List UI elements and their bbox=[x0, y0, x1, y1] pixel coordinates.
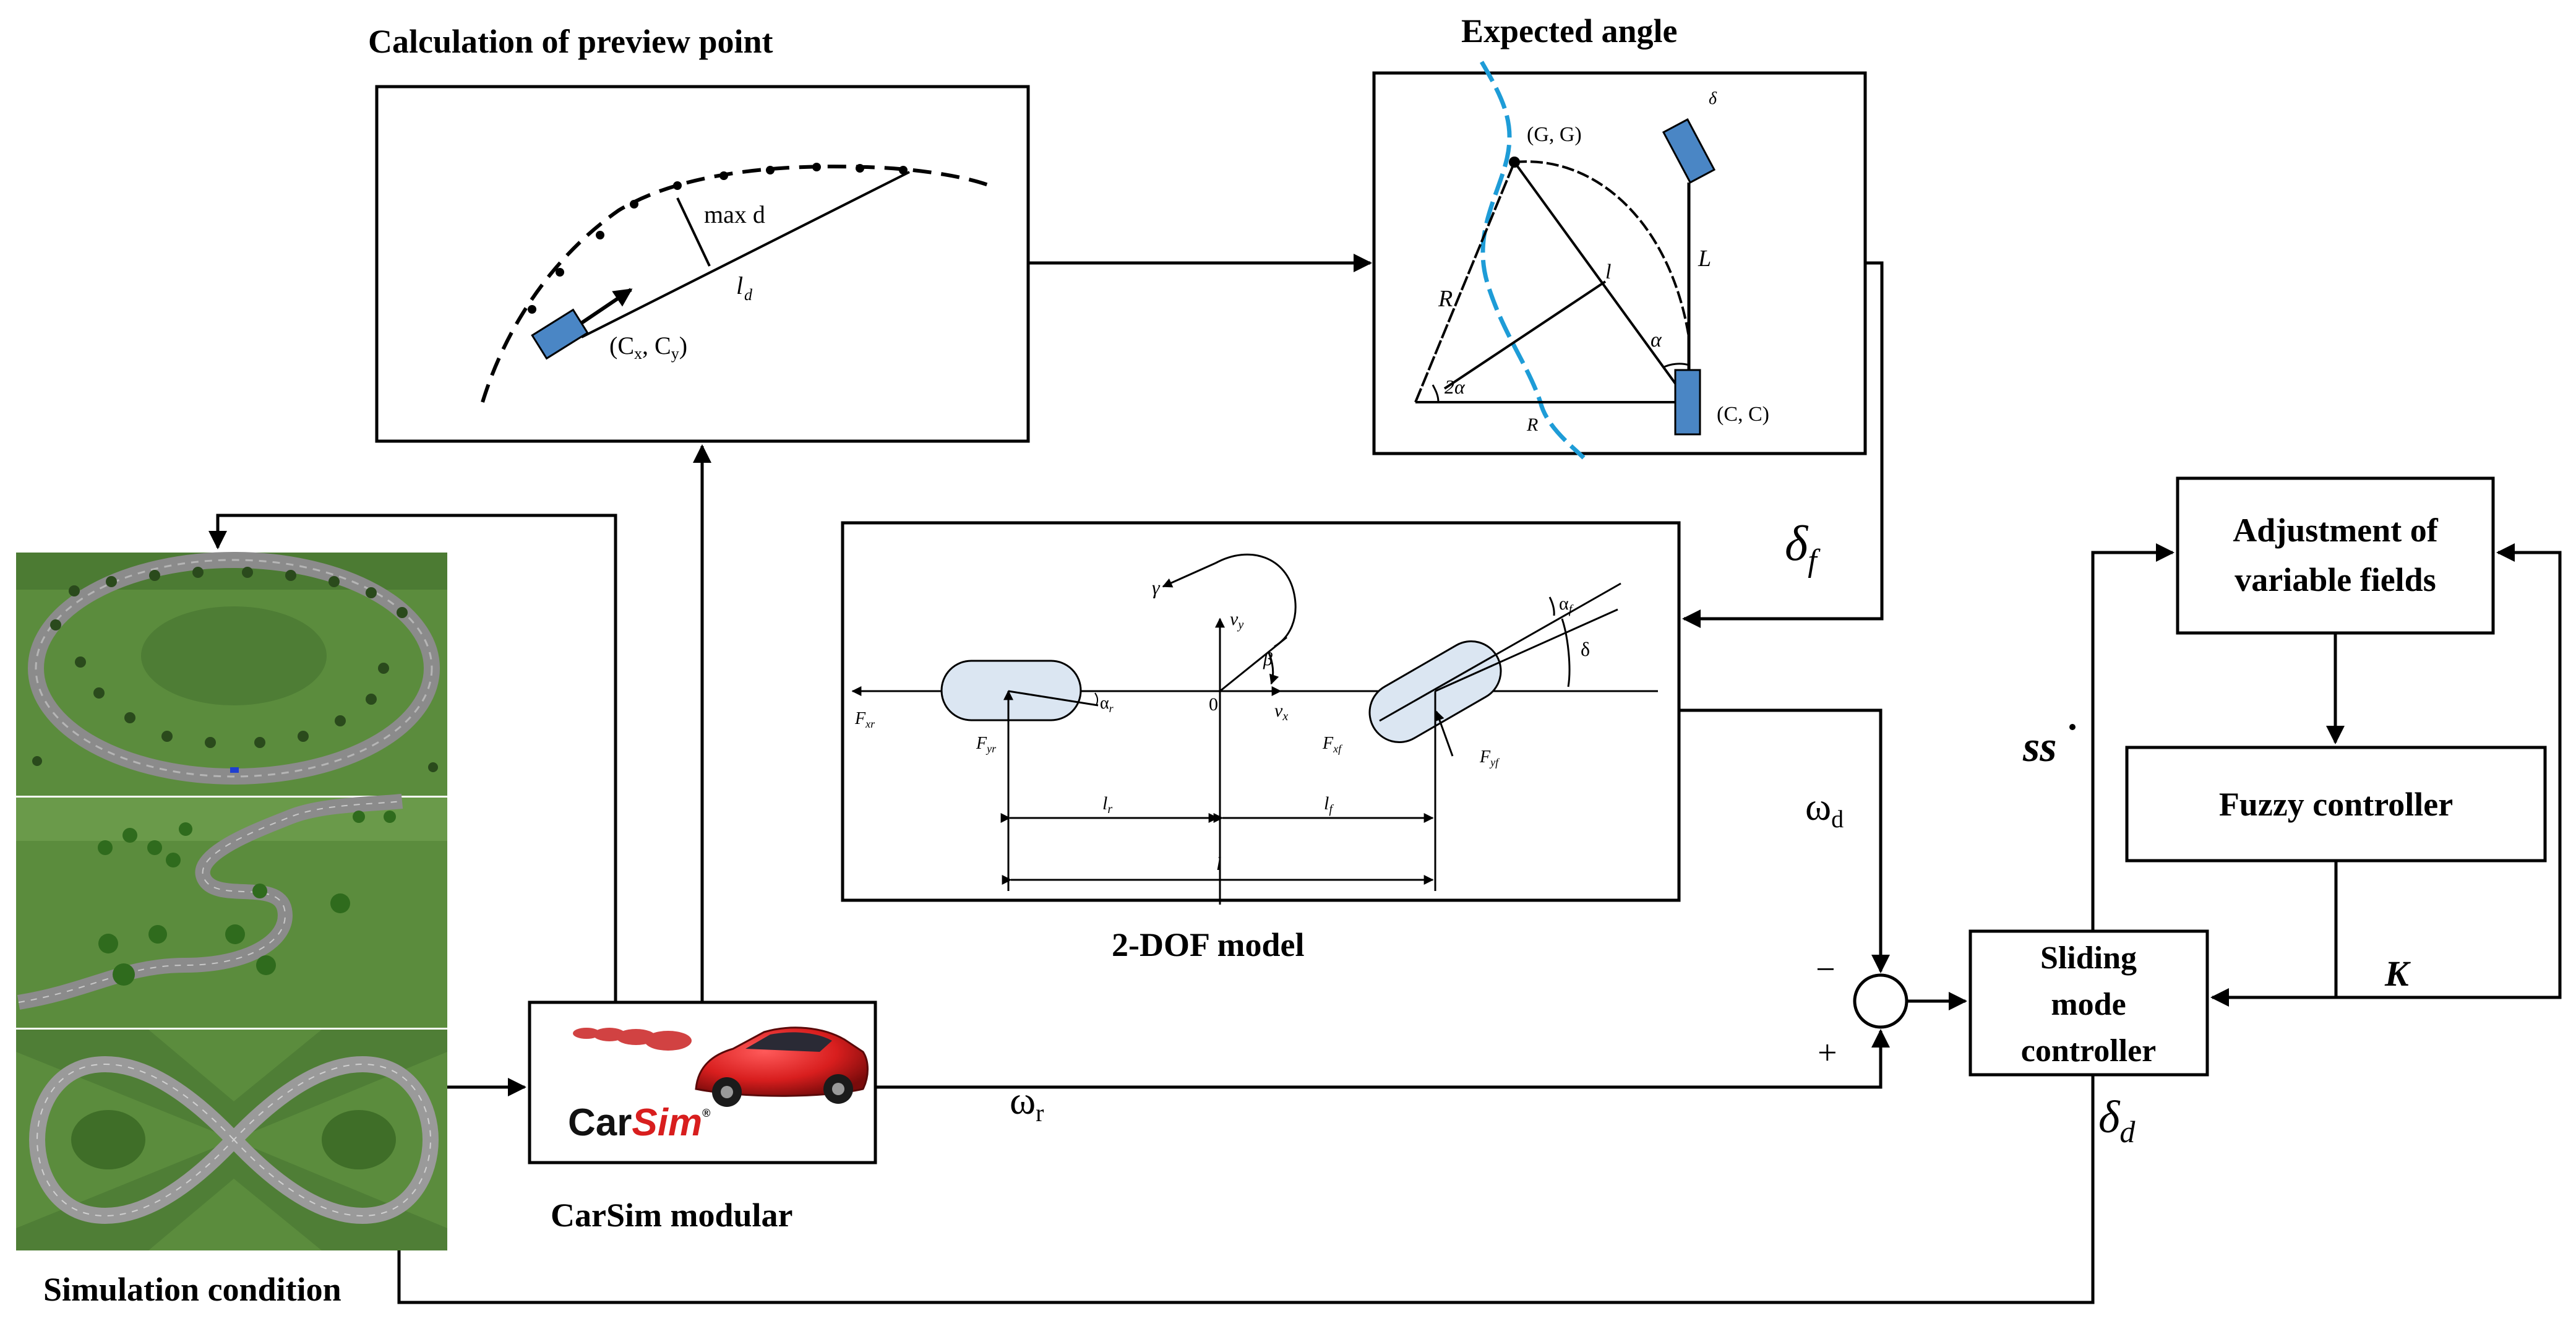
lr-label: lr bbox=[1102, 793, 1112, 816]
expected-angle-illustration: (G, G) R L α 2α l R (C, C) δ bbox=[1414, 61, 1769, 460]
origin-label: 0 bbox=[1209, 694, 1218, 715]
smc-line2: mode bbox=[2051, 987, 2126, 1022]
preview-point-illustration: max d l d (Cx, Cy) bbox=[481, 163, 991, 403]
delta-label-expected: δ bbox=[1709, 89, 1717, 108]
adjustment-variable-fields-block bbox=[2176, 476, 2495, 635]
two-alpha-label: 2α bbox=[1445, 376, 1466, 398]
expected-ld-label: l bbox=[1605, 260, 1611, 283]
carsim-modular-label: CarSim modular bbox=[551, 1197, 793, 1234]
vy-label: vy bbox=[1230, 609, 1243, 632]
sliding-mode-controller-block bbox=[1968, 929, 2209, 1077]
two-dof-model-label: 2-DOF model bbox=[1112, 926, 1304, 963]
bottom-R-label: R bbox=[1526, 415, 1538, 435]
R-label: R bbox=[1438, 286, 1453, 312]
summing-junction bbox=[1853, 973, 1908, 1029]
smc-line1: Sliding bbox=[2040, 940, 2137, 976]
omega-r-signal: ωr bbox=[1010, 1078, 1044, 1127]
delta-f-signal: δf bbox=[1785, 517, 1821, 579]
simulation-condition-panels bbox=[16, 552, 447, 1250]
lf-label: lf bbox=[1324, 793, 1334, 816]
expected-angle-title: Expected angle bbox=[1461, 12, 1677, 49]
plus-sign: + bbox=[1818, 1034, 1837, 1072]
L-label: L bbox=[1698, 246, 1711, 272]
ld-label: l bbox=[736, 272, 743, 299]
max-d-label: max d bbox=[704, 200, 765, 228]
Fyf-label: Fyf bbox=[1479, 747, 1500, 768]
signal-connections bbox=[208, 254, 2562, 1304]
car-pos-label-expected: (C, C) bbox=[1717, 403, 1769, 426]
adjustment-line1: Adjustment of bbox=[2233, 512, 2439, 549]
preview-point-title: Calculation of preview point bbox=[368, 23, 773, 60]
gamma-label: γ bbox=[1152, 576, 1161, 598]
simulation-condition-label: Simulation condition bbox=[43, 1271, 341, 1308]
K-signal: K bbox=[2384, 953, 2411, 994]
sim-panel-oval-track bbox=[16, 552, 447, 796]
delta-label: δ bbox=[1581, 638, 1590, 660]
alpha-r-label: αr bbox=[1100, 694, 1114, 715]
two-dof-illustration: γ vy β 0 vx δ αf αr Fxr Fyr Fxf Fyf lr l… bbox=[851, 553, 1658, 905]
alpha-label: α bbox=[1651, 329, 1662, 351]
preview-point-block bbox=[375, 85, 1030, 443]
ss-dot-accent bbox=[2069, 724, 2076, 730]
alpha-f-label: αf bbox=[1559, 593, 1574, 616]
Fxf-label: Fxf bbox=[1322, 734, 1343, 755]
ss-dot-signal: ss bbox=[2022, 723, 2056, 771]
delta-d-signal: δd bbox=[2098, 1092, 2136, 1149]
minus-sign: − bbox=[1816, 950, 1835, 989]
adjustment-line2: variable fields bbox=[2235, 561, 2436, 598]
Fyr-label: Fyr bbox=[976, 734, 997, 755]
l-label: l bbox=[1216, 854, 1221, 874]
sim-panel-figure-eight bbox=[16, 1030, 447, 1250]
ld-sub: d bbox=[744, 286, 753, 304]
target-point-label: (G, G) bbox=[1527, 123, 1582, 146]
car-position-label: (Cx, Cy) bbox=[609, 332, 687, 363]
smc-line3: controller bbox=[2021, 1033, 2157, 1069]
carsim-logo: CarSim® bbox=[568, 1026, 869, 1144]
omega-d-signal: ωd bbox=[1805, 785, 1844, 833]
sim-panel-winding-road bbox=[16, 794, 447, 1028]
fuzzy-controller-block bbox=[2125, 746, 2547, 863]
Fxr-label: Fxr bbox=[854, 709, 875, 730]
fuzzy-controller-label: Fuzzy controller bbox=[2219, 786, 2453, 823]
vx-label: vx bbox=[1274, 700, 1288, 723]
carsim-logo-car: CarSim® bbox=[568, 1101, 710, 1144]
beta-label: β bbox=[1263, 649, 1273, 669]
